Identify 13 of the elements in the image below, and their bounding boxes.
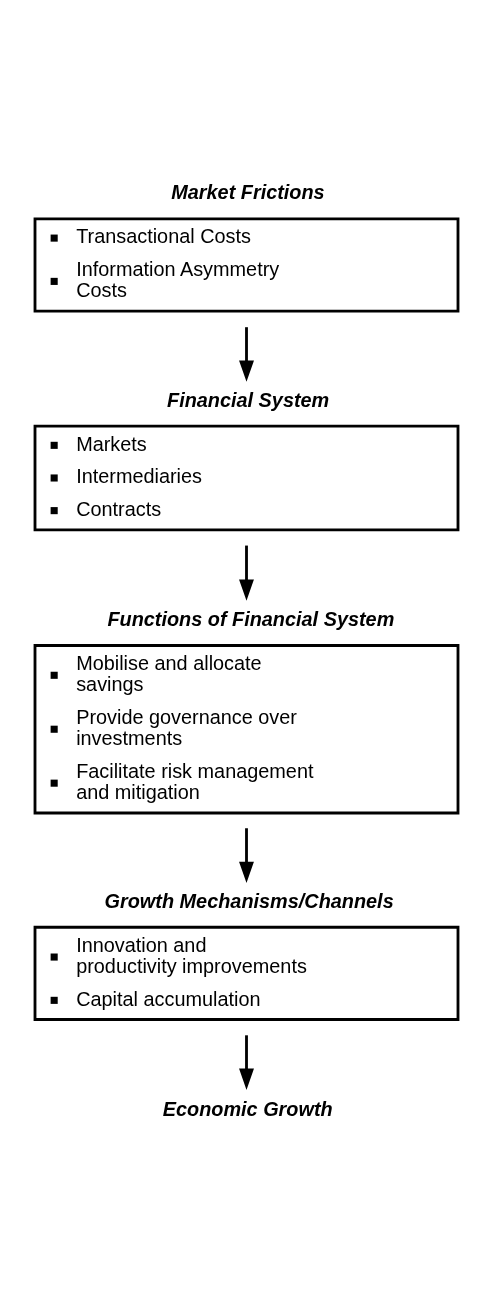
arrow [239,545,254,601]
node-label: Growth Mechanisms/Channels [104,889,394,912]
arrow [239,327,254,382]
node-text: Economic Growth [162,1098,333,1121]
node-label: Financial System [167,388,330,411]
node-box: Markets Intermediaries Contracts [33,424,460,532]
node-box: Transactional Costs Information Asymmetry Costs [33,217,460,313]
node-box: Mobilise and allocate savings Provide governance over investments Facilitate risk management and mitigation [33,644,460,815]
arrow [239,1035,254,1090]
arrow [239,828,254,883]
node-label: Functions of Financial System [107,607,395,630]
node-label: Market Frictions [171,181,325,204]
node-box: Innovation and productivity improvements Capital accumulation [33,925,460,1021]
